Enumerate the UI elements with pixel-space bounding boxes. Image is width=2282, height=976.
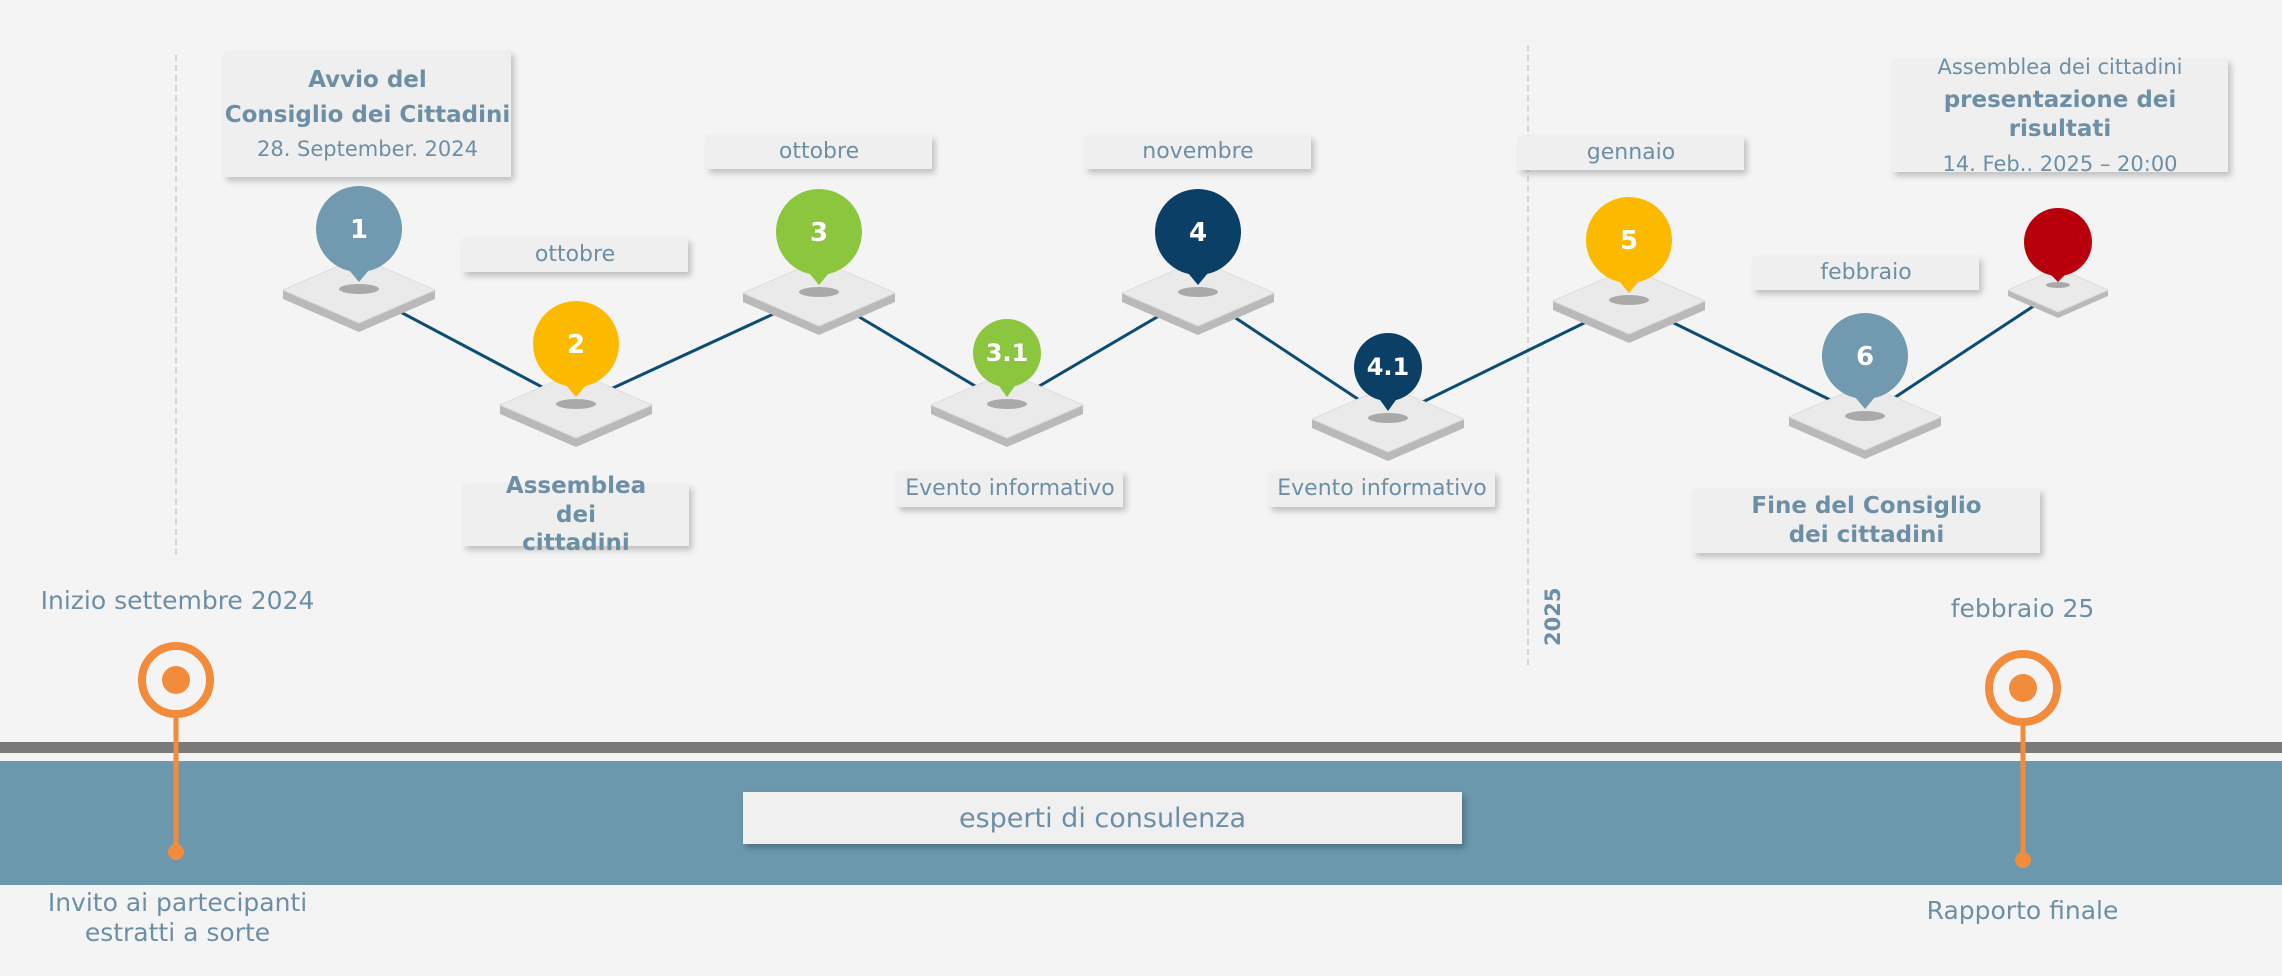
milestone-tile-edge <box>1553 301 1705 343</box>
location-pin-icon <box>973 319 1041 387</box>
end-caption: Rapporto finale <box>1926 896 2119 925</box>
start-stem-dot <box>168 844 184 860</box>
milestone-number: 5 <box>1620 226 1638 256</box>
milestone-6-title: Fine del Consiglio dei cittadini <box>1693 489 2040 553</box>
milestone-tile-edge <box>1789 417 1941 459</box>
milestone-tile <box>2006 267 2110 313</box>
milestone-tile-edge <box>500 405 652 447</box>
milestone-number: 4 <box>1189 218 1207 248</box>
milestone-number: 4.1 <box>1367 353 1410 381</box>
pin-shadow <box>799 287 839 297</box>
milestone-number: 3 <box>810 218 828 248</box>
milestone-2-month: ottobre <box>462 238 688 272</box>
milestone-3-1-title: Evento informativo <box>897 471 1123 507</box>
location-pin-icon <box>1155 189 1241 275</box>
timeline-rule <box>0 742 2282 753</box>
milestone-tile-edge <box>283 290 435 332</box>
pin-shadow <box>1368 413 1408 423</box>
milestone-3-month: ottobre <box>706 135 932 169</box>
milestone-number: 1 <box>350 215 368 245</box>
milestone-final-title-line2: presentazione dei risultati <box>1943 86 2177 142</box>
location-pin-icon <box>776 189 862 275</box>
milestone-1-label: Avvio del Consiglio dei Cittadini 28. Se… <box>224 51 511 177</box>
pin-shadow <box>1178 287 1218 297</box>
milestone-4-month: novembre <box>1085 135 1311 169</box>
milestone-1-title-line2: Consiglio dei Cittadini <box>224 101 511 128</box>
milestone-number: 6 <box>1856 342 1874 372</box>
milestone-number: 3.1 <box>986 339 1029 367</box>
location-pin-icon <box>1354 333 1422 401</box>
start-label: Inizio settembre 2024 <box>40 586 315 615</box>
pin-shadow <box>987 399 1027 409</box>
end-marker <box>1985 650 2061 868</box>
location-pin-icon <box>533 301 619 387</box>
pin-shadow <box>339 284 379 294</box>
pin-shadow <box>556 399 596 409</box>
milestone-final-label: Assemblea dei cittadini presentazione de… <box>1892 55 2228 176</box>
band-label: esperti di consulenza <box>743 792 1462 844</box>
pin-shadow <box>2046 282 2070 288</box>
connector-line <box>1864 288 2059 419</box>
milestone-1-date: 28. September. 2024 <box>256 136 478 161</box>
year-marker: 2025 <box>1541 587 1565 646</box>
milestone-number: 2 <box>567 330 585 360</box>
milestone-tile-edge <box>743 293 895 335</box>
end-label: febbraio 25 <box>1950 594 2095 623</box>
milestone-final-title-line1: Assemblea dei cittadini <box>1937 54 2183 79</box>
pin-shadow <box>1845 411 1885 421</box>
year-divider-line <box>1527 45 1529 665</box>
location-pin-icon <box>316 186 402 272</box>
milestone-tile-edge <box>1122 293 1274 335</box>
milestone-2-title: Assemblea dei cittadini <box>463 473 689 556</box>
location-pin-icon <box>2024 208 2092 276</box>
milestone-tile-edge <box>1312 419 1464 461</box>
milestone-final-date: 14. Feb.. 2025 – 20:00 <box>1942 152 2178 177</box>
milestone-6-month: febbraio <box>1753 256 1979 290</box>
start-guide-line <box>175 55 177 555</box>
milestone-1-title-line1: Avvio del <box>308 67 427 94</box>
start-marker <box>138 642 214 860</box>
end-target-dot <box>2009 674 2037 702</box>
pin-shadow <box>1609 295 1649 305</box>
start-caption: Invito ai partecipanti estratti a sorte <box>47 888 308 947</box>
location-pin-icon <box>1586 197 1672 283</box>
milestone-tile-edge <box>931 405 1083 447</box>
milestone-4-1-title: Evento informativo <box>1269 471 1495 507</box>
location-pin-icon <box>1822 313 1908 399</box>
milestone-5-month: gennaio <box>1518 136 1744 170</box>
start-target-dot <box>162 666 190 694</box>
end-stem-dot <box>2015 852 2031 868</box>
